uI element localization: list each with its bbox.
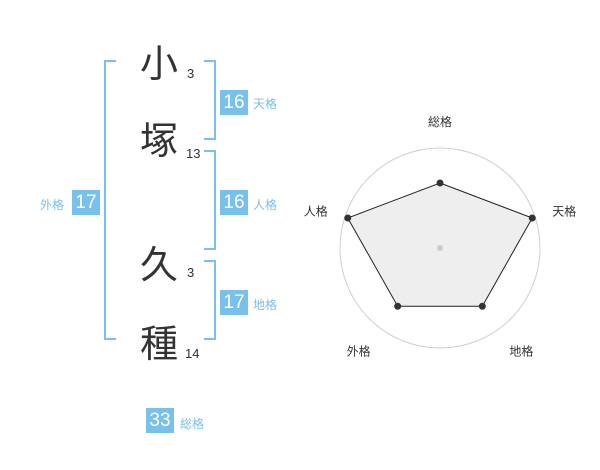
radar-axis-label: 外格: [347, 343, 371, 358]
jinkaku-bracket: [204, 150, 216, 250]
chikaku-label: 地格: [253, 298, 278, 312]
radar-point: [528, 214, 536, 222]
name-char-4: 種: [140, 322, 179, 366]
radar-point: [394, 302, 402, 310]
name-char-2: 塚: [140, 119, 179, 163]
radar-axis-label: 人格: [304, 204, 328, 219]
soukaku-label: 総格: [180, 417, 205, 431]
radar-center-dot: [437, 245, 443, 251]
radar-axis-label: 天格: [552, 204, 576, 219]
tenkaku-label: 天格: [253, 97, 278, 111]
radar-axis-label: 地格: [509, 343, 533, 358]
chikaku-value: 17: [220, 290, 248, 315]
radar-axis-label: 総格: [428, 114, 452, 129]
radar-point: [344, 214, 352, 222]
stroke-count-4: 14: [185, 346, 200, 361]
tenkaku-value: 16: [220, 90, 248, 115]
name-char-1: 小: [140, 42, 179, 86]
radar-point: [478, 302, 486, 310]
radar-area: [347, 182, 533, 307]
gaikaku-bracket: [104, 60, 116, 340]
stroke-count-3: 3: [187, 265, 195, 280]
jinkaku-label: 人格: [253, 198, 278, 212]
chikaku-bracket: [204, 260, 216, 340]
radar-point: [436, 179, 444, 187]
gaikaku-label: 外格: [40, 198, 65, 212]
radar-points: [344, 179, 536, 310]
jinkaku-value: 16: [220, 190, 248, 215]
gaikaku-value: 17: [72, 190, 100, 215]
tenkaku-bracket: [204, 60, 216, 140]
stroke-count-2: 13: [186, 146, 201, 161]
name-char-3: 久: [140, 243, 179, 287]
soukaku-value: 33: [146, 408, 174, 433]
stroke-count-1: 3: [187, 66, 195, 81]
